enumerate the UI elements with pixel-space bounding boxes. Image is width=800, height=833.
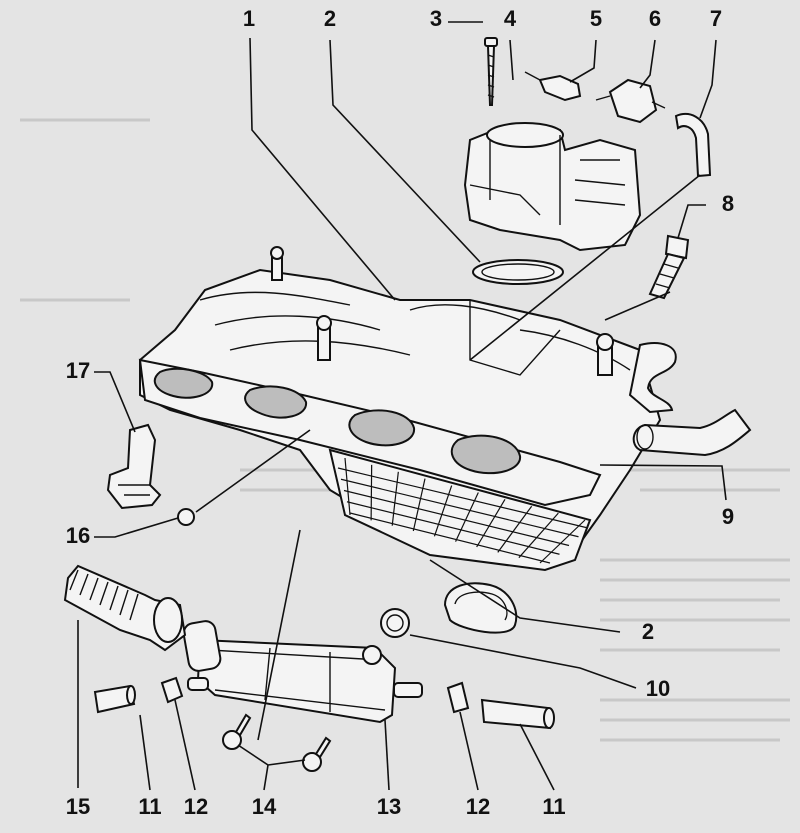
callout-labels: 1 2 3 4 5 6 7 8 9 2 10 17 16 15 11 12 14… xyxy=(66,6,734,819)
grid-line xyxy=(344,457,351,516)
part-11-tube-left xyxy=(93,684,136,714)
callout-2-bottom: 2 xyxy=(642,619,654,644)
manifold-lower-grid xyxy=(328,448,592,572)
part-4-throttle-body xyxy=(463,122,642,252)
callout-5: 5 xyxy=(590,6,602,31)
callout-4: 4 xyxy=(504,6,517,31)
callout-17: 17 xyxy=(66,358,90,383)
part-15-corrugated-hose xyxy=(63,564,187,652)
grid-line xyxy=(340,478,579,538)
part-11-tube-right xyxy=(480,698,555,730)
part-6-valve xyxy=(595,78,666,124)
grid-line xyxy=(337,467,589,529)
grid-line xyxy=(518,512,559,559)
part-10-o-ring xyxy=(380,608,410,638)
part-9-elbow-hose xyxy=(632,408,752,457)
part-2-lower-gasket xyxy=(443,582,518,634)
callout-8: 8 xyxy=(722,191,734,216)
grid-line xyxy=(349,512,551,564)
callout-3: 3 xyxy=(430,6,442,31)
grid-line xyxy=(412,478,426,532)
part-8-bolt xyxy=(648,234,690,300)
part-13-pipe-rail xyxy=(182,620,423,724)
callout-14: 14 xyxy=(252,794,277,819)
callout-16: 16 xyxy=(66,523,90,548)
callout-7: 7 xyxy=(710,6,722,31)
callout-6: 6 xyxy=(649,6,661,31)
part-7-hose xyxy=(674,113,712,178)
callout-12-left: 12 xyxy=(184,794,208,819)
callout-13: 13 xyxy=(377,794,401,819)
grid-line xyxy=(497,505,533,553)
callout-9: 9 xyxy=(722,504,734,529)
grid-line xyxy=(346,501,560,555)
callout-10: 10 xyxy=(646,676,670,701)
grid-line xyxy=(370,464,373,521)
part-17-sensor xyxy=(106,423,162,510)
callout-lines xyxy=(77,21,727,791)
background-texture xyxy=(20,118,790,742)
callout-1: 1 xyxy=(243,6,255,31)
part-16-seal xyxy=(177,508,195,526)
part-14-screws xyxy=(222,713,332,772)
part-5-sensor xyxy=(524,71,582,102)
part-3-long-bolt xyxy=(484,37,498,106)
part-2-upper-gasket xyxy=(472,259,564,285)
grid-line xyxy=(391,471,399,526)
callout-15: 15 xyxy=(66,794,90,819)
grid-line xyxy=(343,489,570,547)
callout-11-right: 11 xyxy=(542,794,565,819)
callout-2-top: 2 xyxy=(324,6,336,31)
callout-11-left: 11 xyxy=(138,794,161,819)
grid-line xyxy=(539,519,586,564)
part-12-clamp-left xyxy=(160,676,184,704)
callout-12-right: 12 xyxy=(466,794,490,819)
part-1-intake-manifold xyxy=(138,246,677,562)
part-12-clamp-right xyxy=(446,681,470,714)
